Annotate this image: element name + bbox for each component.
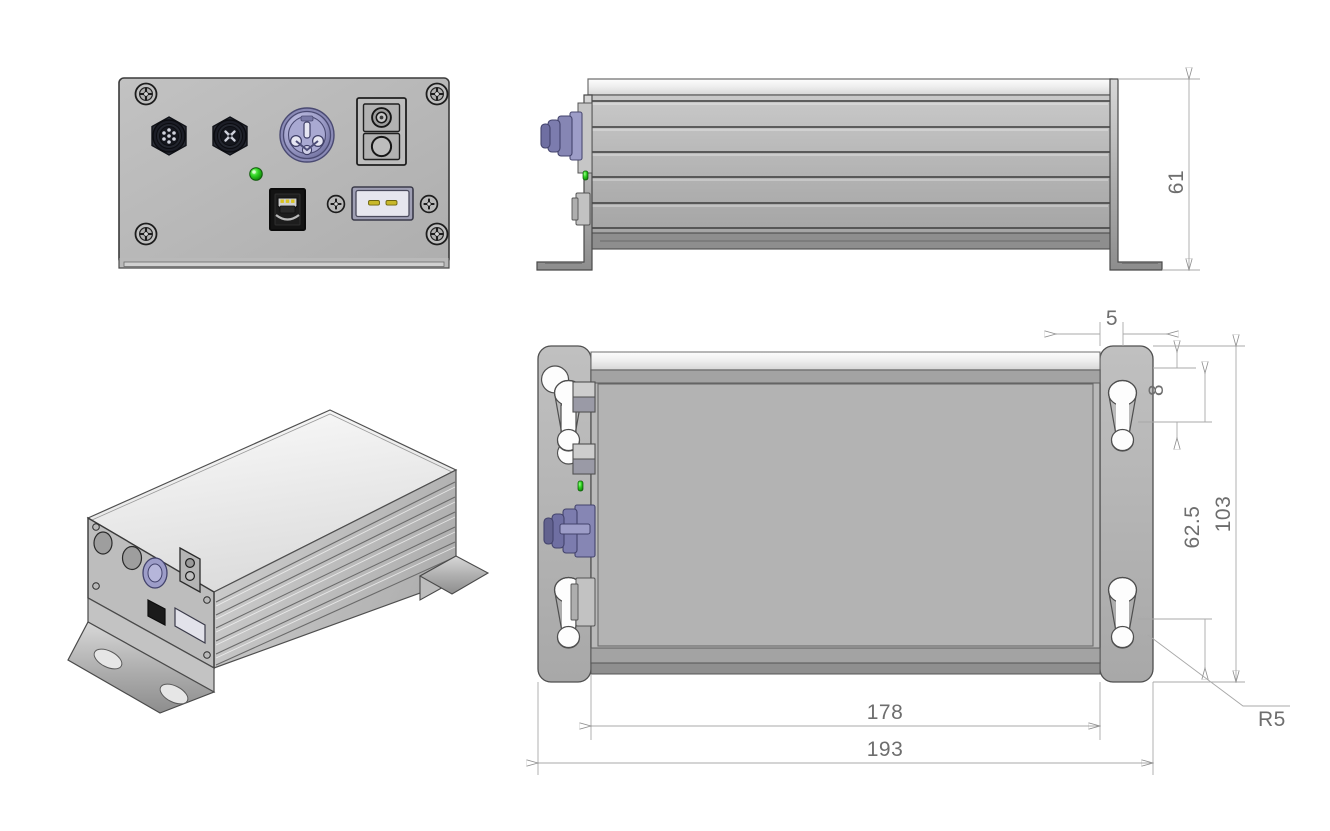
iso-dc-inlet xyxy=(174,606,206,645)
corner-screw-top-left xyxy=(134,82,158,106)
fuse-switch-block xyxy=(356,97,407,166)
dimension-height-61: 61 xyxy=(1118,79,1200,270)
iso-foot-slot-2 xyxy=(159,683,189,705)
top-rail-lower xyxy=(590,647,1101,664)
dimension-depth-103: 103 xyxy=(1153,346,1245,682)
side-usb-block xyxy=(571,192,591,226)
corner-screw-bottom-right xyxy=(425,222,449,246)
isometric-view xyxy=(67,409,490,714)
inlet-pin-right xyxy=(385,200,398,206)
side-power-connector xyxy=(540,102,593,174)
inlet-pin-left xyxy=(368,200,380,206)
side-status-led xyxy=(582,170,589,181)
corner-screw-top-right xyxy=(425,82,449,106)
top-power-connector xyxy=(543,504,596,558)
iso-connector-1 xyxy=(93,531,113,555)
keyhole-slot-top-right xyxy=(1107,379,1138,452)
dim-label-62-5: 62.5 xyxy=(1181,506,1204,549)
top-status-led xyxy=(577,480,584,492)
top-plan-view: 5 8 62.5 103 R5 xyxy=(538,307,1290,775)
dim-label-5: 5 xyxy=(1106,307,1118,330)
inlet-screw-right xyxy=(419,194,439,214)
power-connector-3pin xyxy=(279,107,335,163)
front-panel-foot-strip xyxy=(123,261,445,267)
side-body xyxy=(587,94,1113,246)
usb-b-port xyxy=(269,188,306,231)
dimension-pitch-62-5: 62.5 xyxy=(1138,373,1212,668)
front-panel-view xyxy=(118,77,450,269)
dc-power-inlet xyxy=(351,186,414,221)
dimension-radius-r5: R5 xyxy=(1147,634,1290,731)
side-elevation-view: 61 xyxy=(536,78,1200,271)
dim-label-r5: R5 xyxy=(1258,708,1286,731)
iso-front-features xyxy=(92,523,211,659)
iso-heatsink-fins xyxy=(215,481,456,666)
dim-label-8: 8 xyxy=(1145,384,1168,396)
top-rail-upper xyxy=(590,369,1101,384)
iso-mounting-foot-rear xyxy=(418,555,490,601)
circular-connector-multipin-2 xyxy=(212,116,248,156)
circular-connector-multipin-1 xyxy=(151,116,187,156)
iso-usb-port xyxy=(147,599,166,626)
iso-fuse-switch-block xyxy=(179,546,201,594)
heatsink-fins xyxy=(590,100,1110,229)
corner-screw-bottom-left xyxy=(134,222,158,246)
inlet-screw-left xyxy=(326,194,346,214)
dim-label-178: 178 xyxy=(867,701,904,724)
side-top-cover xyxy=(587,78,1113,96)
dim-label-193: 193 xyxy=(867,738,904,761)
top-usb-block xyxy=(570,577,596,627)
dimension-body-178: 178 xyxy=(591,674,1100,740)
iso-connector-2 xyxy=(121,545,143,571)
dimension-overall-193: 193 xyxy=(538,682,1153,775)
dim-label-61: 61 xyxy=(1165,170,1188,194)
mounting-foot-right xyxy=(1109,78,1163,271)
top-body-inner xyxy=(597,383,1094,647)
top-cover-strip xyxy=(590,351,1101,371)
top-rail-bottom-edge xyxy=(590,662,1101,675)
iso-mounting-foot-front xyxy=(67,596,216,714)
dim-label-103: 103 xyxy=(1212,496,1235,533)
status-led xyxy=(249,167,263,181)
top-connector-stack-upper xyxy=(572,381,596,475)
dimension-thickness-5: 5 xyxy=(1056,307,1167,346)
iso-foot-slot-1 xyxy=(93,648,123,670)
keyhole-slot-bottom-right xyxy=(1107,576,1138,649)
